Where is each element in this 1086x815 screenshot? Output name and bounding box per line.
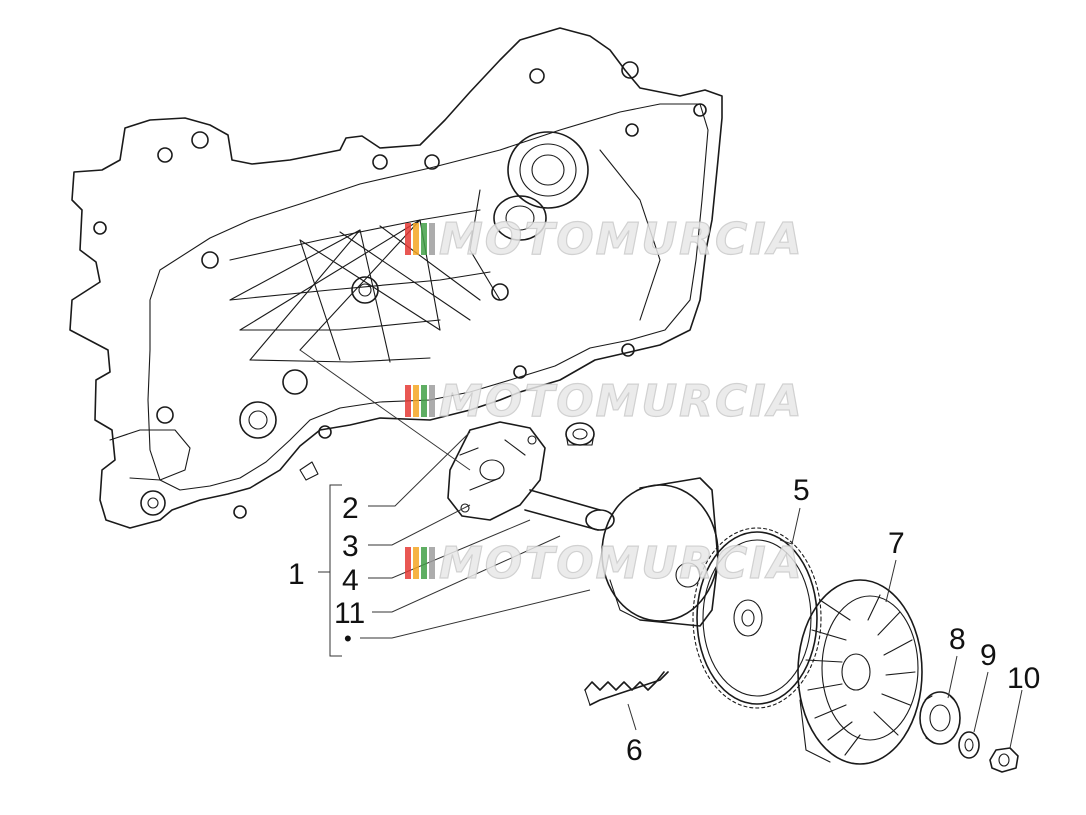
sleeve	[524, 489, 615, 531]
hub-washer	[919, 691, 961, 745]
bush	[565, 422, 595, 446]
washer	[958, 731, 980, 759]
part-number-6: 6	[626, 734, 643, 767]
part-number-1: 1	[288, 558, 305, 591]
ring-gear	[692, 527, 822, 709]
watermark-logo-bar	[405, 223, 411, 255]
crankcase-flange	[147, 103, 709, 491]
part-number-7: 7	[888, 527, 905, 560]
crankcase-cover	[69, 27, 723, 529]
watermark-3: MOTOMURCIA	[405, 537, 804, 590]
lower-rib	[109, 429, 191, 481]
bearing-seat	[469, 131, 661, 321]
leader-lines	[299, 349, 1023, 749]
watermark-2: MOTOMURCIA	[405, 375, 804, 428]
watermark-group: MOTOMURCIA MOTOMURCIA MOTOMURCIA	[405, 213, 804, 590]
part-number-3: 3	[342, 530, 359, 563]
nut	[989, 747, 1019, 773]
fixed-drive-face-fan	[797, 579, 923, 765]
part-number-5: 5	[793, 474, 810, 507]
crankcase-outline	[69, 27, 723, 529]
part-number-8: 8	[949, 623, 966, 656]
watermark-text: MOTOMURCIA	[439, 376, 804, 427]
part-number-labels: 1 2 3 4 11 5 6 7 8 9 10 •	[288, 474, 1040, 767]
ramp-plate	[447, 421, 546, 521]
mounting-bosses	[93, 61, 707, 519]
part-number-9: 9	[980, 639, 997, 672]
movable-drive-face	[601, 477, 719, 627]
watermark-text: MOTOMURCIA	[439, 214, 804, 265]
part-number-4: 4	[342, 564, 359, 597]
group-marker-dot: •	[344, 626, 352, 651]
drive-belt	[584, 671, 669, 706]
part-number-2: 2	[342, 492, 359, 525]
part-number-11: 11	[334, 597, 365, 630]
watermark-text: MOTOMURCIA	[439, 538, 804, 589]
truss-ribs	[229, 209, 491, 363]
watermark-1: MOTOMURCIA	[405, 213, 804, 266]
part-number-10: 10	[1007, 662, 1040, 695]
